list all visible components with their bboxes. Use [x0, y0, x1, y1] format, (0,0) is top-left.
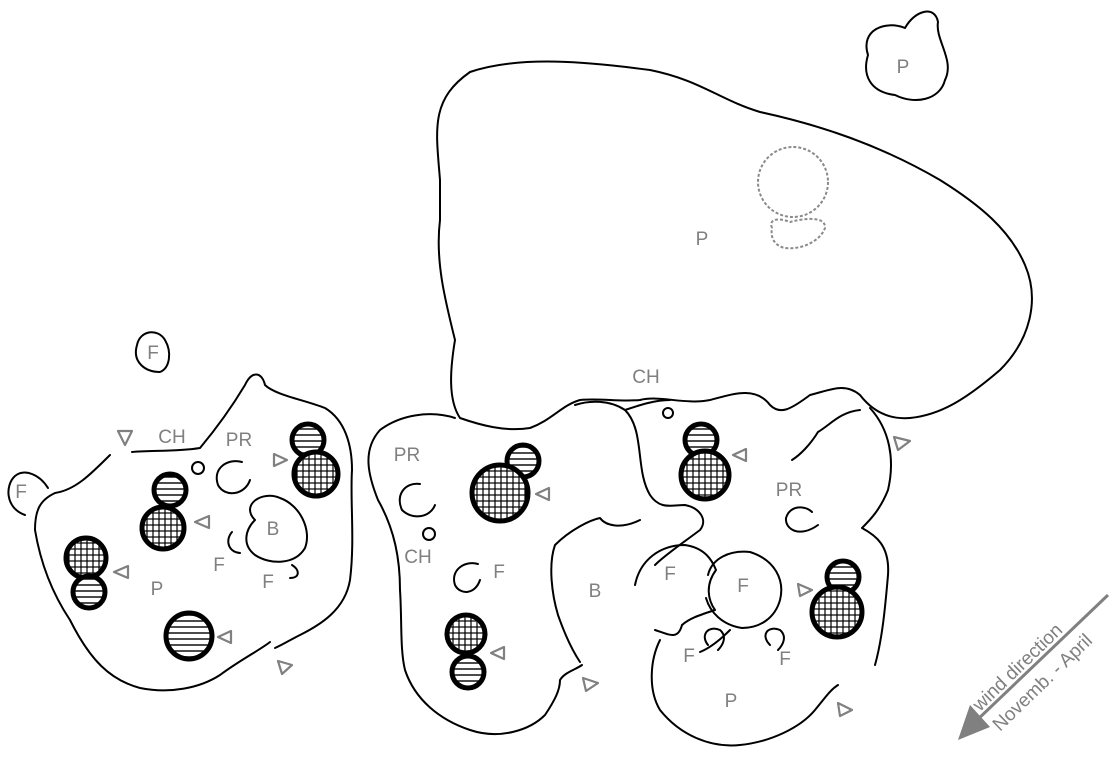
triangle-marker: [489, 645, 506, 661]
tank-grid: [139, 504, 187, 552]
label-p-top-right: P: [897, 57, 910, 78]
outline-right-region: [861, 407, 892, 666]
outline-big-top-region: [436, 60, 1033, 431]
tank-markers: [63, 421, 865, 691]
tank-grid: [469, 462, 531, 524]
outline-b-mid-region: [550, 517, 641, 663]
label-pr-right: PR: [776, 480, 802, 501]
outline-pr-left-loop: [215, 460, 251, 495]
triangle-marker: [836, 701, 854, 718]
outline-center-f-left: [634, 544, 717, 626]
wind-arrow-line: [973, 593, 1110, 724]
gray-hatched-feature: [757, 146, 829, 250]
outline-center-f-right: [705, 550, 783, 629]
tank-stripe: [151, 471, 189, 509]
label-f-mid: F: [493, 562, 505, 583]
tank-grid: [444, 612, 488, 656]
small-circle-2: [422, 527, 436, 541]
small-circle-3: [662, 407, 674, 419]
label-ch-left: CH: [158, 427, 185, 448]
outline-pr-mid-loop: [398, 482, 436, 518]
label-f-low-b: F: [779, 649, 791, 670]
label-ch-top: CH: [632, 367, 659, 388]
outline-small-f-island: [134, 331, 171, 373]
triangle-marker: [892, 435, 912, 452]
triangle-marker: [272, 452, 289, 468]
outline-b-left-loop: [245, 494, 308, 563]
label-f-mid3: F: [737, 576, 749, 597]
label-f-mid2: F: [664, 564, 676, 585]
triangle-marker: [581, 676, 600, 693]
tank-stripe: [70, 573, 108, 611]
wind-arrow-head: [958, 705, 990, 740]
label-pr-mid: PR: [394, 445, 420, 466]
triangle-marker: [534, 486, 551, 502]
triangle-marker: [116, 429, 134, 447]
triangle-marker: [731, 447, 748, 463]
label-f-low-a: F: [683, 646, 695, 667]
area-outlines: [7, 10, 1033, 747]
triangle-marker: [193, 514, 211, 530]
triangle-marker: [112, 564, 130, 580]
triangle-marker: [216, 629, 233, 645]
tank-grid: [63, 535, 109, 581]
outline-pr-right-loop: [785, 506, 819, 533]
label-f-left-edge: F: [15, 482, 27, 503]
label-b-mid: B: [589, 581, 602, 602]
entry-markers: [112, 429, 912, 718]
tank-grid: [291, 449, 341, 499]
label-f-left-a: F: [213, 555, 225, 576]
small-circle-1: [191, 461, 205, 475]
label-f-left-b: F: [262, 572, 274, 593]
outline-left-region: [34, 454, 271, 692]
label-f-small: F: [147, 343, 159, 364]
wind-indicator: wind direction Novemb. - April: [958, 593, 1110, 740]
area-labels: P P CH F F CH PR B F F P PR CH F B F F P…: [15, 57, 909, 712]
outline-top-right-island: [865, 10, 949, 101]
tank-grid: [809, 584, 865, 640]
label-pr-left: PR: [226, 430, 252, 451]
outline-left-f-island: [7, 471, 49, 516]
outline-middle-region: [367, 413, 583, 736]
label-p-low: P: [725, 691, 738, 712]
tank-grid: [678, 448, 732, 502]
tank-stripe: [449, 653, 487, 691]
tank-stripe: [163, 610, 215, 662]
label-p-big: P: [696, 229, 709, 250]
triangle-marker: [796, 582, 814, 598]
label-ch-mid: CH: [404, 547, 431, 568]
label-b-left: B: [267, 519, 280, 540]
label-p-left: P: [151, 579, 164, 600]
outline-lower-region: [650, 639, 839, 747]
triangle-marker: [276, 659, 294, 676]
